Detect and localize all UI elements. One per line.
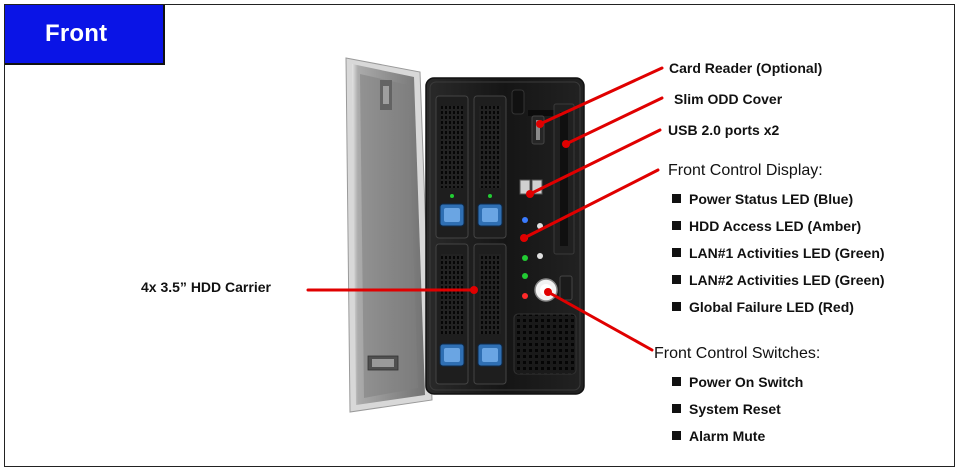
switch-item: Alarm Mute [672, 428, 765, 444]
display-item: LAN#2 Activities LED (Green) [672, 272, 885, 288]
hdd-carrier-group [435, 95, 507, 385]
bullet-icon [672, 194, 681, 203]
led-global-failure [522, 293, 528, 299]
display-item: Global Failure LED (Red) [672, 299, 854, 315]
led-lan1 [522, 255, 528, 261]
bullet-icon [672, 404, 681, 413]
title-tab: Front [5, 5, 165, 65]
led-power-status [522, 217, 528, 223]
page-title: Front [45, 20, 108, 47]
callout-display [522, 168, 660, 240]
callout-lines [306, 66, 664, 352]
switches-heading: Front Control Switches: [654, 345, 821, 362]
bullet-icon [672, 248, 681, 257]
display-heading: Front Control Display: [668, 162, 823, 179]
switch-item: System Reset [672, 401, 781, 417]
callout-switches [546, 290, 654, 352]
switch-item: Power On Switch [672, 374, 803, 390]
label-card-reader: Card Reader (Optional) [669, 60, 823, 76]
callout-usb [528, 128, 662, 196]
display-item: Power Status LED (Blue) [672, 191, 853, 207]
led-lan2 [522, 273, 528, 279]
label-usb: USB 2.0 ports x2 [668, 122, 780, 138]
label-hdd-carrier: 4x 3.5” HDD Carrier [141, 279, 271, 295]
display-item: HDD Access LED (Amber) [672, 218, 861, 234]
display-item: LAN#1 Activities LED (Green) [672, 245, 885, 261]
bullet-icon [672, 431, 681, 440]
callout-card-reader [538, 66, 664, 126]
callout-slim-odd [564, 96, 664, 146]
bullet-icon [672, 377, 681, 386]
bullet-icon [672, 221, 681, 230]
front-door [345, 57, 433, 413]
label-slim-odd: Slim ODD Cover [674, 91, 783, 107]
bullet-icon [672, 302, 681, 311]
bullet-icon [672, 275, 681, 284]
